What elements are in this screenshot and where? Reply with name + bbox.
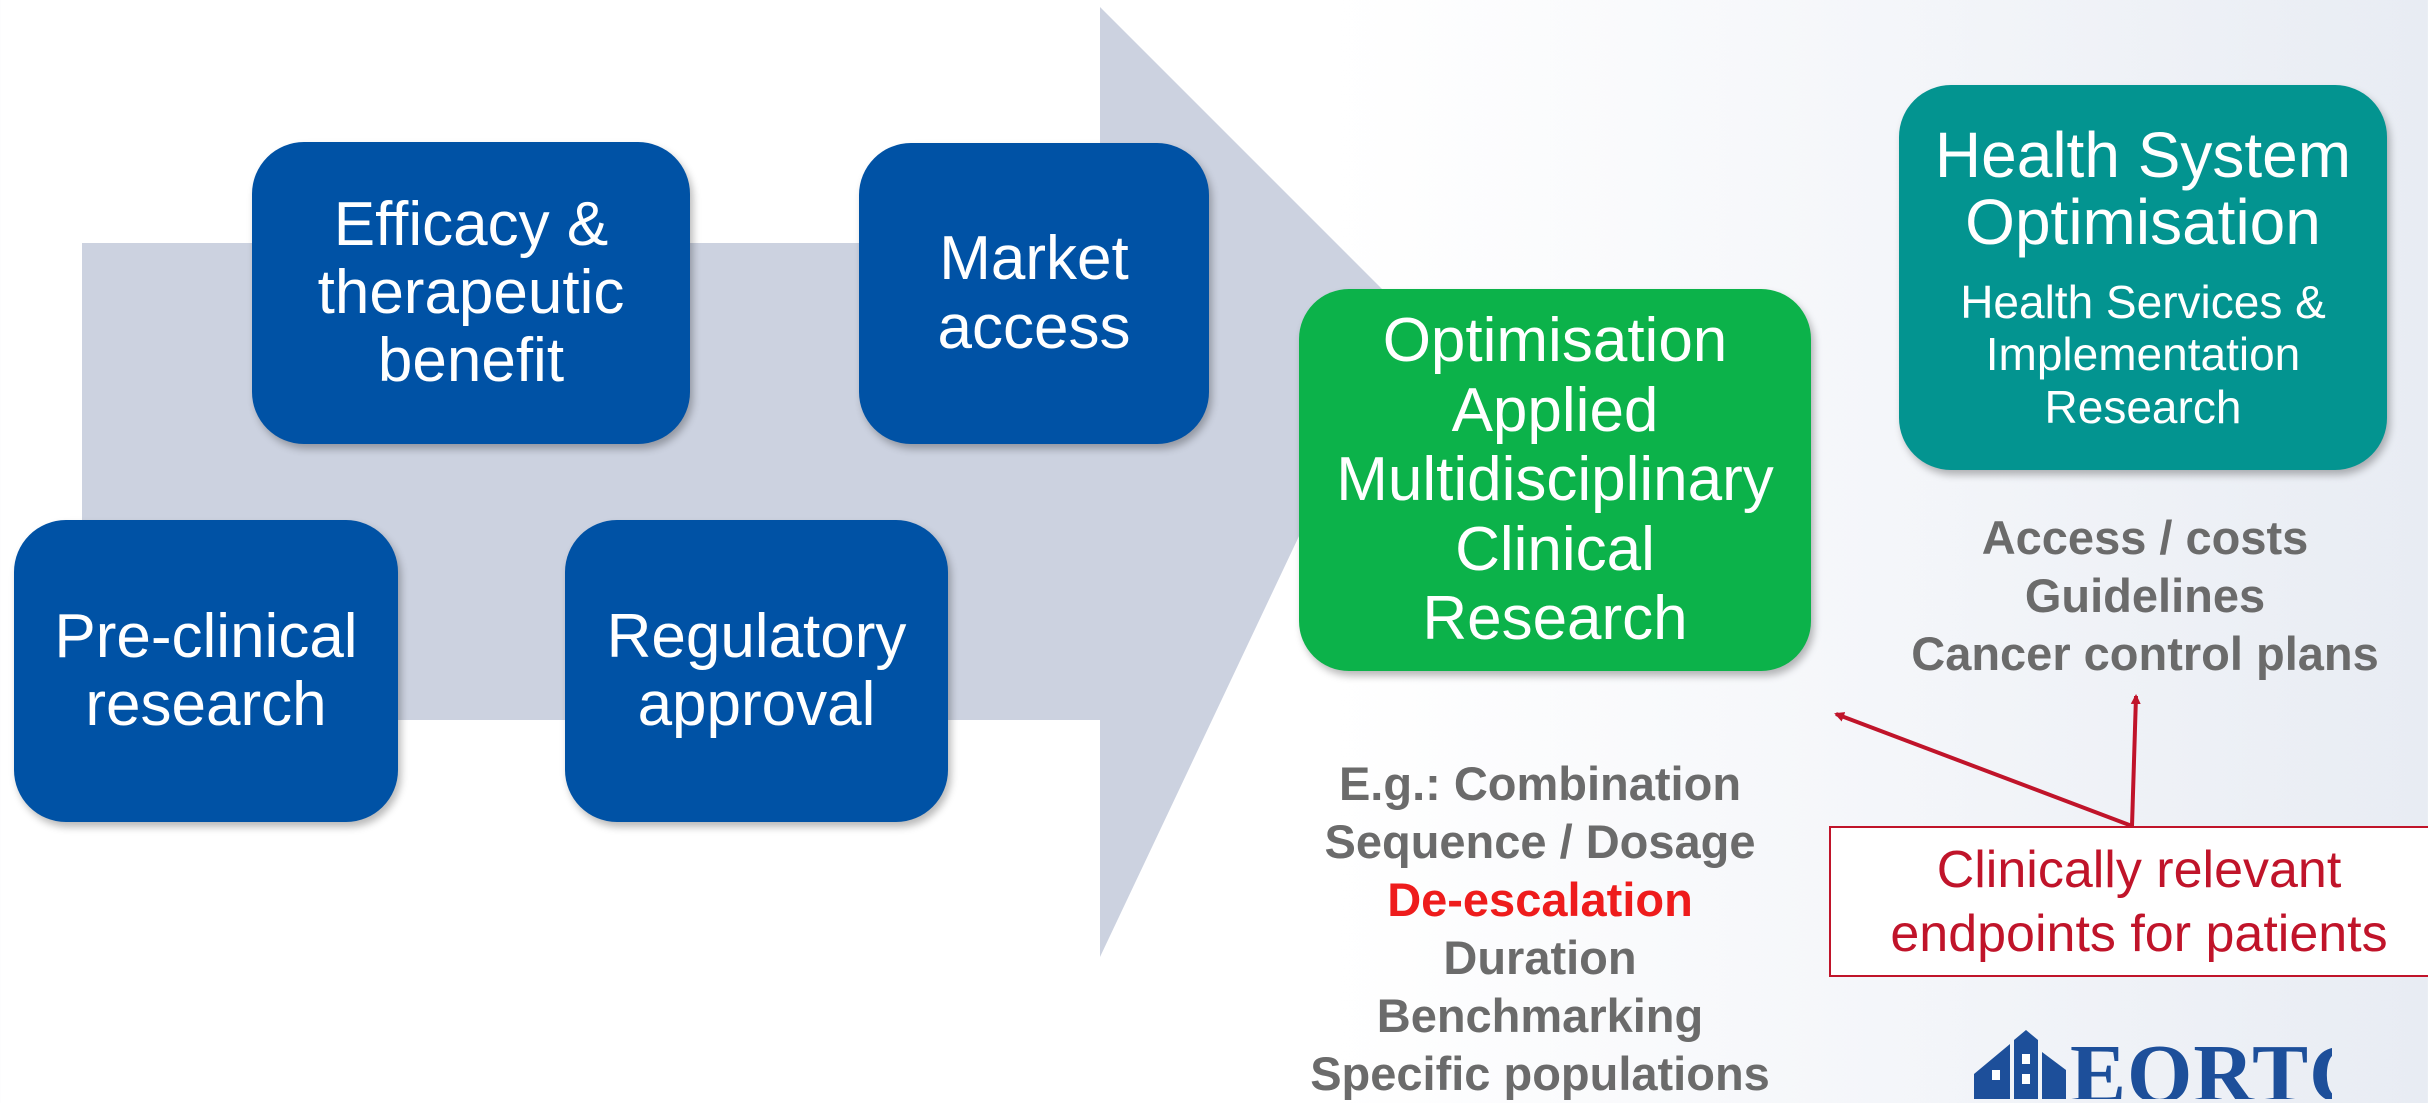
arrow-to-health-outcomes bbox=[2130, 694, 2141, 827]
health-system-box: Health System Optimisation Health Servic… bbox=[1899, 85, 2387, 470]
regulatory-box: Regulatory approval bbox=[565, 520, 948, 822]
example-item: Sequence / Dosage bbox=[1324, 815, 1756, 868]
examples-list: E.g.: Combination Sequence / Dosage De-e… bbox=[1220, 755, 1860, 1103]
outcome-item: Access / costs bbox=[1981, 511, 2309, 564]
example-item: Benchmarking bbox=[1376, 989, 1704, 1042]
regulatory-label: Regulatory approval bbox=[606, 601, 907, 739]
example-item: Duration bbox=[1443, 931, 1637, 984]
callout-line-2: endpoints for patients bbox=[1890, 904, 2388, 963]
health-system-title: Health System Optimisation bbox=[1934, 118, 2352, 258]
endpoints-callout: Clinically relevant endpoints for patien… bbox=[1829, 826, 2428, 977]
callout-line-1: Clinically relevant bbox=[1936, 840, 2342, 899]
example-item-highlight: De-escalation bbox=[1387, 873, 1693, 926]
eortc-logo: EORTC bbox=[1972, 1030, 2332, 1099]
outcome-item: Guidelines bbox=[2024, 569, 2266, 622]
market-access-box: Market access bbox=[859, 143, 1209, 444]
logo-text: EORTC bbox=[2070, 1030, 2332, 1099]
efficacy-box: Efficacy & therapeutic benefit bbox=[252, 142, 690, 444]
health-system-subtitle: Health Services & Implementation Researc… bbox=[1960, 276, 2326, 433]
efficacy-label: Efficacy & therapeutic benefit bbox=[317, 189, 625, 396]
health-outcomes-list: Access / costs Guidelines Cancer control… bbox=[1880, 509, 2410, 683]
example-item: Specific populations bbox=[1310, 1047, 1770, 1100]
outcome-item: Cancer control plans bbox=[1911, 627, 2379, 680]
market-access-label: Market access bbox=[937, 224, 1131, 362]
arrow-to-optimisation bbox=[1834, 712, 2133, 828]
preclinical-box: Pre-clinical research bbox=[14, 520, 398, 822]
preclinical-label: Pre-clinical research bbox=[54, 601, 358, 739]
building-logo-icon bbox=[1974, 1030, 2066, 1099]
optimisation-box: Optimisation Applied Multidisciplinary C… bbox=[1299, 289, 1811, 671]
example-item: E.g.: Combination bbox=[1338, 757, 1742, 810]
optimisation-label: Optimisation Applied Multidisciplinary C… bbox=[1336, 306, 1774, 654]
